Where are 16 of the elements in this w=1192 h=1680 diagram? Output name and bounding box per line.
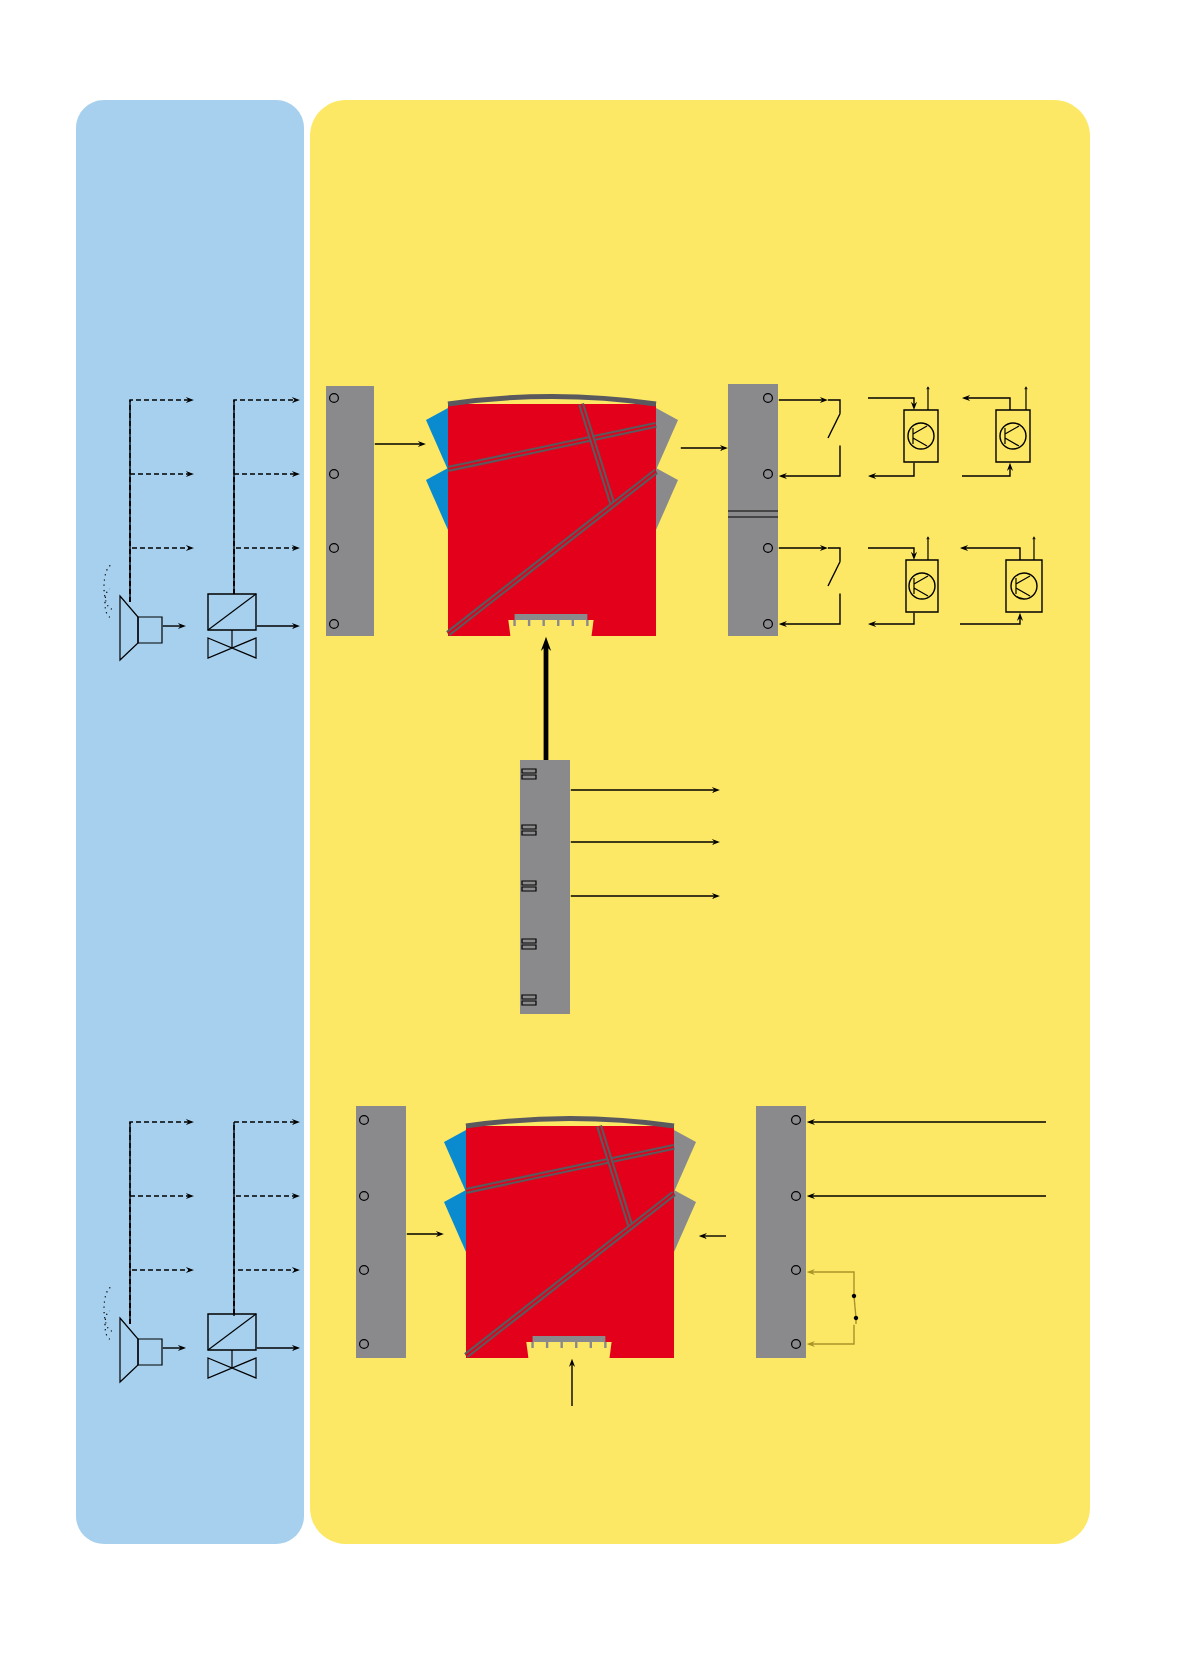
switch-symbol [851,1289,859,1325]
switch-symbol [827,547,841,625]
transistor-symbol [1005,536,1043,613]
device-drawing [444,1116,696,1359]
transistor-symbol [995,386,1031,463]
valve-symbol [207,593,257,659]
transistor-symbol [903,386,939,463]
valve-symbol [207,1313,257,1379]
transistor-symbol [905,536,939,613]
terminal-strip [356,1106,406,1358]
switch-symbol [827,399,841,477]
io-module [520,760,570,1014]
terminal-strip [727,384,779,636]
device-drawing [426,394,678,637]
terminal-strip [326,386,374,636]
terminal-strip [756,1106,806,1358]
